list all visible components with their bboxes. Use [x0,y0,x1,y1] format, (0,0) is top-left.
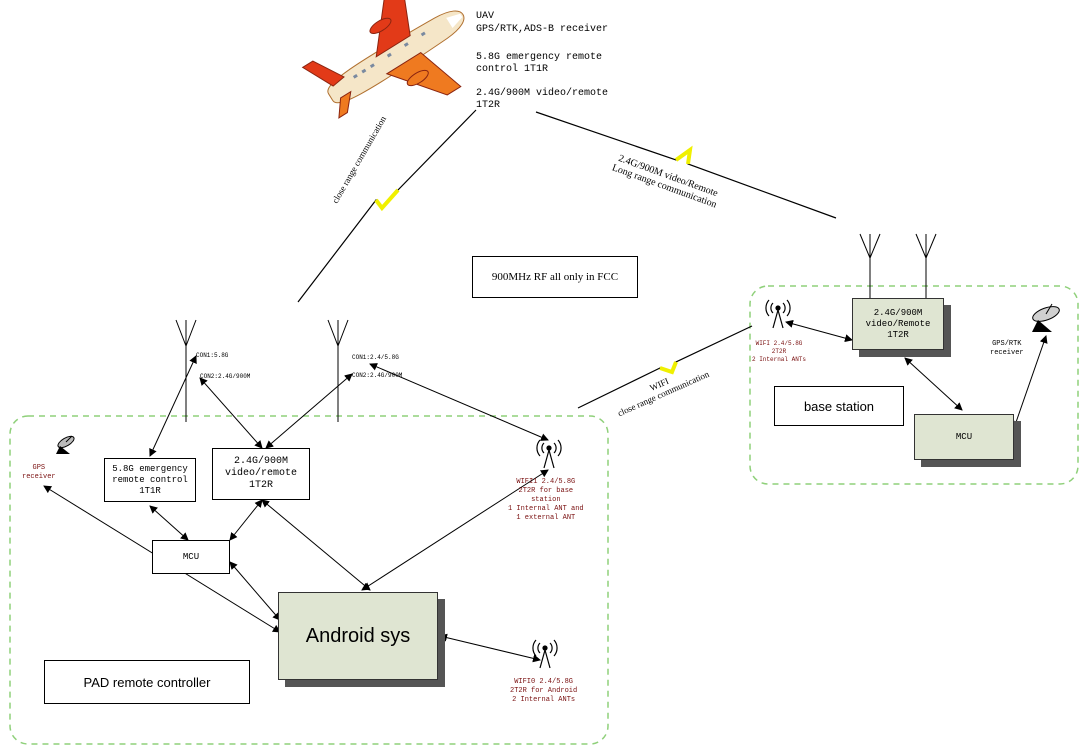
base-video-box: 2.4G/900M video/Remote 1T2R [852,298,944,350]
close-range-link [297,109,477,303]
fcc-note: 900MHz RF all only in FCC [472,256,638,298]
base-gps-label: GPS/RTK receiver [990,340,1024,357]
base-antenna-right [915,233,937,298]
uav-video-line: 2.4G/900M video/remote 1T2R [476,88,609,111]
base-connections [785,319,1048,429]
uav-emergency-line: 5.8G emergency remote control 1T1R [476,52,603,75]
wifi-bolt [659,361,678,375]
base-group-border [749,285,1079,485]
pad-wifi1-label: WIFI1 2.4/5.8G 2T2R for base station 1 I… [508,478,584,522]
long-range-link [535,111,837,219]
pad-emergency-box: 5.8G emergency remote control 1T1R [104,458,196,502]
pad-con-left-2: CON2:2.4G/900M [200,373,251,380]
pad-con-right-2: CON2:2.4G/900M [352,372,403,379]
base-antenna-left [859,233,881,298]
pad-gps-label: GPS receiver [22,464,56,481]
close-range-bolt [374,188,400,212]
pad-gps-dish-icon [56,435,75,454]
airplane-icon [301,0,465,119]
pad-wifi0-label: WIFI0 2.4/5.8G 2T2R for Android 2 Intern… [510,678,578,704]
wifi0-antenna-icon [532,639,558,669]
pad-antenna-left [175,319,197,422]
pad-video-box: 2.4G/900M video/remote 1T2R [212,448,310,500]
base-mcu-box: MCU [914,414,1014,460]
base-wifi-antenna-icon [765,299,791,329]
android-sys-box: Android sys [278,592,438,680]
pad-mcu-box: MCU [152,540,230,574]
uav-title: UAV [476,11,495,22]
pad-controller-label: PAD remote controller [44,660,250,704]
pad-antenna-right [327,319,349,422]
base-station-label: base station [774,386,904,426]
wifi1-antenna-icon [536,439,562,469]
uav-gps-line: GPS/RTK,ADS-B receiver [476,24,609,35]
pad-con-right-1: CON1:2.4/5.8G [352,354,399,361]
base-wifi-label: WIFI 2.4/5.8G 2T2R 2 Internal ANTs [752,340,807,363]
pad-con-left-1: CON1:5.8G [196,352,229,359]
base-gps-dish-icon [1032,303,1060,332]
long-range-bolt [674,145,693,165]
